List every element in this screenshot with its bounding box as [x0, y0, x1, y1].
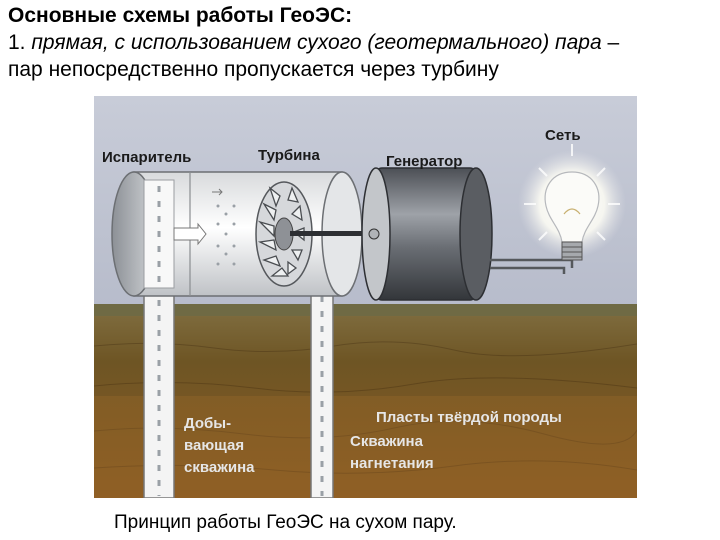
rock-layers-label: Пласты твёрдой породы: [376, 409, 562, 426]
evaporator-chamber: [143, 179, 207, 289]
rock-strata: [94, 316, 637, 498]
production-well-label-1: Добы-: [184, 415, 231, 432]
slide-title: Основные схемы работы ГеоЭС:: [8, 4, 353, 27]
slide-heading: Основные схемы работы ГеоЭС: 1. прямая, …: [8, 2, 714, 83]
turbine-label: Турбина: [258, 147, 320, 164]
production-well-label-2: вающая: [184, 437, 244, 454]
steam-flow: [212, 188, 236, 266]
evaporator-label: Испаритель: [102, 149, 191, 166]
turbine-shaft: [290, 231, 376, 236]
turbine-rotor: [255, 181, 313, 287]
injection-well-label-1: Скважина: [350, 433, 424, 450]
generator: [361, 167, 493, 301]
geothermal-dry-steam-diagram: Испаритель Турбина Генератор Сеть Добы- …: [94, 96, 637, 498]
scheme-number: 1.: [8, 31, 32, 54]
scheme-1-dash: –: [601, 31, 620, 54]
ground-surface: [94, 304, 637, 318]
figure-caption: Принцип работы ГеоЭС на сухом пару.: [114, 512, 457, 533]
generator-label: Генератор: [386, 153, 462, 170]
injection-well-label-2: нагнетания: [350, 455, 434, 472]
scheme-1-line: 1. прямая, с использованием сухого (геот…: [8, 29, 714, 56]
production-well-label-3: скважина: [184, 459, 255, 476]
scheme-1-description: пар непосредственно пропускается через т…: [8, 58, 499, 81]
rock-texture: [94, 341, 637, 474]
injection-well-pipe: [310, 291, 334, 498]
grid-label: Сеть: [545, 127, 581, 144]
light-bulb-icon: [518, 144, 626, 261]
scheme-1-name: прямая, с использованием сухого (геотерм…: [31, 31, 602, 54]
